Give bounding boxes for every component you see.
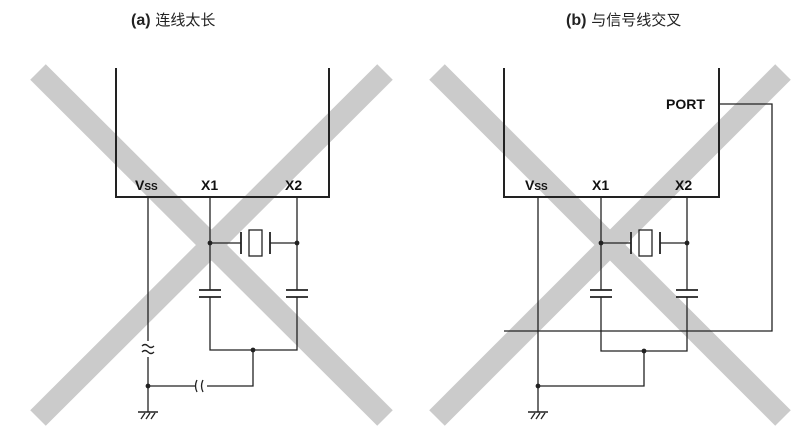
panel-b-caption: 与信号线交叉 bbox=[591, 11, 682, 29]
panel-a-junctions bbox=[145, 240, 300, 389]
panel-b-junction-cap bbox=[641, 348, 647, 354]
panel-a-junction-x1 bbox=[207, 240, 213, 246]
panel-b-x1-label: X1 bbox=[592, 177, 609, 193]
panel-b-circuit bbox=[503, 68, 773, 420]
panel-b-port-signal-line bbox=[504, 103, 773, 332]
panel-a-circuit bbox=[115, 68, 330, 420]
panel-b-crystal-body bbox=[638, 229, 653, 257]
panel-b-port-label: PORT bbox=[666, 96, 705, 112]
panel-b-ground-hatch bbox=[530, 412, 546, 420]
panel-a-x1-label: X1 bbox=[201, 177, 218, 193]
panel-b-junction-x2 bbox=[684, 240, 690, 246]
panel-a-crystal-body bbox=[248, 229, 263, 257]
panel-a-junction-gnd bbox=[145, 383, 151, 389]
panel-b-prohibited-cross bbox=[429, 64, 791, 426]
panel-a-tag: (a) bbox=[131, 12, 151, 29]
panel-b-vss-label: VSS bbox=[525, 177, 548, 193]
panel-b-x2-label: X2 bbox=[675, 177, 692, 193]
panel-b-junctions bbox=[535, 240, 690, 389]
panel-a-return-wire-right bbox=[207, 350, 254, 387]
cross-stroke-a2 bbox=[30, 64, 393, 426]
panel-b-junction-x1 bbox=[598, 240, 604, 246]
panel-b-junction-gnd bbox=[535, 383, 541, 389]
panel-a-vss-label: VSS bbox=[135, 177, 158, 193]
panel-b-return-wire bbox=[538, 351, 645, 387]
panel-a-caption: 连线太长 bbox=[155, 11, 216, 29]
panel-a-title: (a) 连线太长 bbox=[131, 9, 215, 30]
cross-stroke-b2 bbox=[429, 64, 791, 426]
panel-a-chip-outline bbox=[115, 68, 330, 198]
panel-b-tag: (b) bbox=[566, 12, 587, 29]
panel-b-title: (b) 与信号线交叉 bbox=[566, 9, 681, 30]
panel-a-long-wire-break bbox=[141, 343, 155, 355]
panel-a-return-wire-break bbox=[194, 379, 204, 393]
panel-a-ground-hatch bbox=[140, 412, 156, 420]
panel-a-junction-x2 bbox=[294, 240, 300, 246]
panel-b-chip-outline bbox=[503, 68, 720, 198]
panel-a-x2-label: X2 bbox=[285, 177, 302, 193]
panel-a-prohibited-cross bbox=[30, 64, 393, 426]
panel-a-junction-cap bbox=[250, 347, 256, 353]
